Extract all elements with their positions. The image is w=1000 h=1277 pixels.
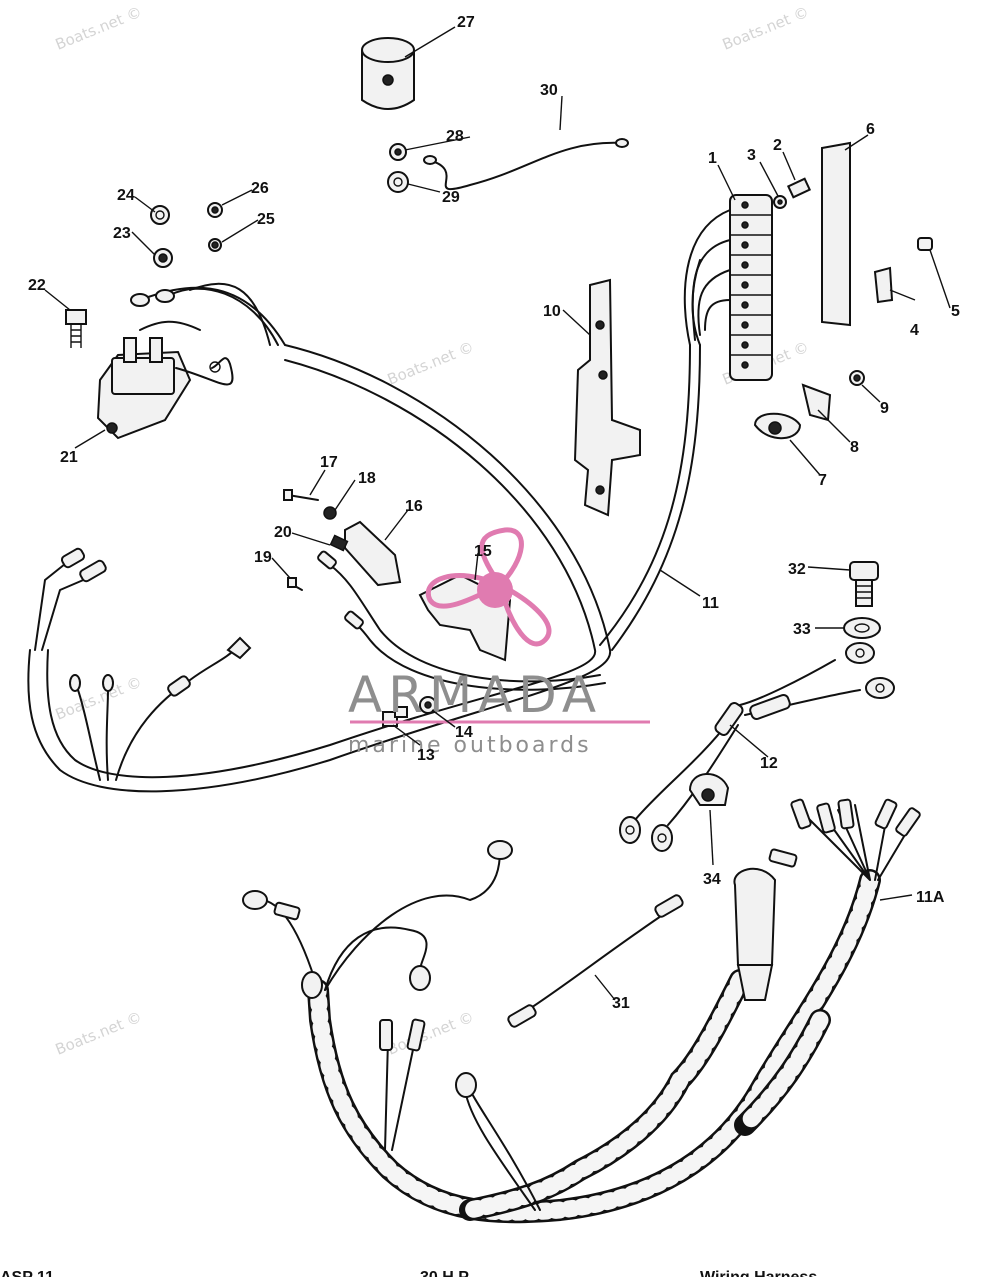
- callout-21: 21: [60, 449, 78, 466]
- callout-25: 25: [257, 211, 275, 228]
- small-parts-right: [753, 141, 933, 440]
- callout-numbers: 1 2 3 4 5 6 7 8 9 10 11 11A 12 13 14 15 …: [28, 14, 960, 1012]
- logo-tagline: marine outboards: [348, 733, 592, 758]
- footer-title: Wiring Harness: [700, 1269, 817, 1277]
- part-22-bolt: [65, 309, 87, 348]
- callout-28: 28: [446, 128, 464, 145]
- callout-23: 23: [113, 225, 131, 242]
- parts-23-26: [150, 202, 223, 268]
- callout-7: 7: [818, 472, 827, 489]
- callout-27: 27: [457, 14, 475, 31]
- callout-16: 16: [405, 498, 423, 515]
- callout-11a: 11A: [916, 889, 945, 906]
- callout-10: 10: [543, 303, 561, 320]
- callout-19: 19: [254, 549, 272, 566]
- callout-20: 20: [274, 524, 292, 541]
- main-harness-11: [27, 209, 731, 793]
- solenoid-wires: [130, 282, 286, 346]
- part-27-cap: [361, 37, 415, 110]
- watermark: Boats.net ©: [720, 3, 812, 54]
- part-12-harness: [619, 642, 895, 852]
- watermark: Boats.net ©: [53, 3, 145, 54]
- part-1-terminal-block: [729, 194, 773, 381]
- callout-2: 2: [773, 137, 782, 154]
- watermark: Boats.net ©: [385, 1008, 477, 1059]
- leader-lines: [44, 26, 951, 1001]
- callout-33: 33: [793, 621, 811, 638]
- harness-middle-branch: [317, 550, 606, 691]
- callout-8: 8: [850, 439, 859, 456]
- parts-32-33-34: [688, 561, 881, 806]
- callout-32: 32: [788, 561, 806, 578]
- part-21-solenoid: [96, 337, 234, 440]
- footer-hp: 30 H.P.: [420, 1269, 471, 1277]
- callout-13: 13: [417, 747, 435, 764]
- watermark: Boats.net ©: [385, 338, 477, 389]
- footer: ASP 11 30 H.P. Wiring Harness: [0, 1269, 817, 1277]
- callout-24: 24: [117, 187, 135, 204]
- callout-17: 17: [320, 454, 338, 471]
- callout-12: 12: [760, 755, 778, 772]
- callout-29: 29: [442, 189, 460, 206]
- armada-logo: ARMADA marine outboards: [348, 527, 650, 758]
- callout-15: 15: [474, 543, 492, 560]
- callout-1: 1: [708, 150, 717, 167]
- logo-name: ARMADA: [348, 666, 602, 724]
- callout-22: 22: [28, 277, 46, 294]
- watermark: Boats.net ©: [53, 673, 145, 724]
- callout-4: 4: [910, 322, 919, 339]
- callout-11: 11: [702, 595, 719, 612]
- callout-3: 3: [747, 147, 756, 164]
- callout-9: 9: [880, 400, 889, 417]
- part-10-bracket: [573, 278, 641, 517]
- part-11a-harness: [242, 798, 921, 1224]
- callout-30: 30: [540, 82, 558, 99]
- callout-18: 18: [358, 470, 376, 487]
- callout-14: 14: [455, 724, 473, 741]
- callout-31: 31: [612, 995, 630, 1012]
- footer-code: ASP 11: [0, 1269, 54, 1277]
- watermark: Boats.net ©: [53, 1008, 145, 1059]
- callout-5: 5: [951, 303, 960, 320]
- callout-6: 6: [866, 121, 875, 138]
- part-31-wire: [507, 894, 684, 1028]
- harness-left-branch: [34, 547, 252, 781]
- callout-26: 26: [251, 180, 269, 197]
- parts-28-29-30: [387, 138, 629, 193]
- callout-34: 34: [703, 871, 721, 888]
